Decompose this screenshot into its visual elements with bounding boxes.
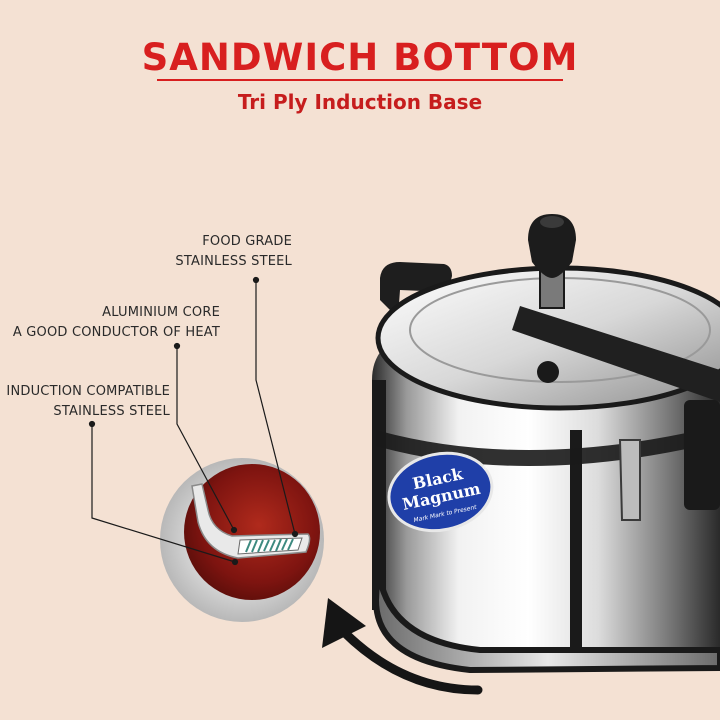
leader-aluminium-dot [173,342,181,350]
lid-handle [512,306,720,402]
arrow-shaft [335,623,483,695]
side-clamp [684,400,720,510]
safety-valve [537,361,559,383]
leader-induction-dot [88,420,96,428]
callout-food-grade: FOOD GRADE STAINLESS STEEL [140,232,292,272]
brand-registered: ® [482,463,491,472]
callout-induction-line2: STAINLESS STEEL [53,404,170,419]
callout-induction-line1: INDUCTION COMPATIBLE [6,384,170,399]
callout-induction-steel: INDUCTION COMPATIBLE STAINLESS STEEL [6,382,170,422]
leader-food-grade-end [291,530,299,538]
page-title: SANDWICH BOTTOM [141,36,579,79]
leader-aluminium [176,346,235,531]
leader-induction [91,424,236,563]
handle-arm [618,439,641,521]
leader-aluminium-end [230,526,238,534]
base-detail-disc [160,458,324,622]
leader-induction-end [231,558,239,566]
whistle-weight-icon [528,214,576,278]
callout-aluminium-core: ALUMINIUM CORE A GOOD CONDUCTOR OF HEAT [10,303,220,343]
arrow-head [322,598,366,648]
callout-food-grade-line2: STAINLESS STEEL [175,254,292,269]
whistle-top [540,216,564,228]
callout-food-grade-line1: FOOD GRADE [202,234,292,249]
callout-leader-lines [88,276,299,566]
core-stripes [245,538,294,553]
page-subtitle: Tri Ply Induction Base [237,90,483,114]
cooker-body [372,330,720,660]
cooker-band-mid [570,430,582,648]
callout-aluminium-line1: ALUMINIUM CORE [102,305,220,320]
brand-label: Black Magnum Mark Mark to Present ® [387,451,494,533]
title-underline [157,79,563,81]
brand-label-oval [387,451,494,533]
pressure-cooker: Black Magnum Mark Mark to Present ® [372,214,720,674]
callout-aluminium-line2: A GOOD CONDUCTOR OF HEAT [12,325,220,340]
curved-arrow-icon [322,598,483,695]
leader-food-grade-dot [252,276,260,284]
leader-food-grade [255,280,296,535]
cooker-base [372,559,720,674]
